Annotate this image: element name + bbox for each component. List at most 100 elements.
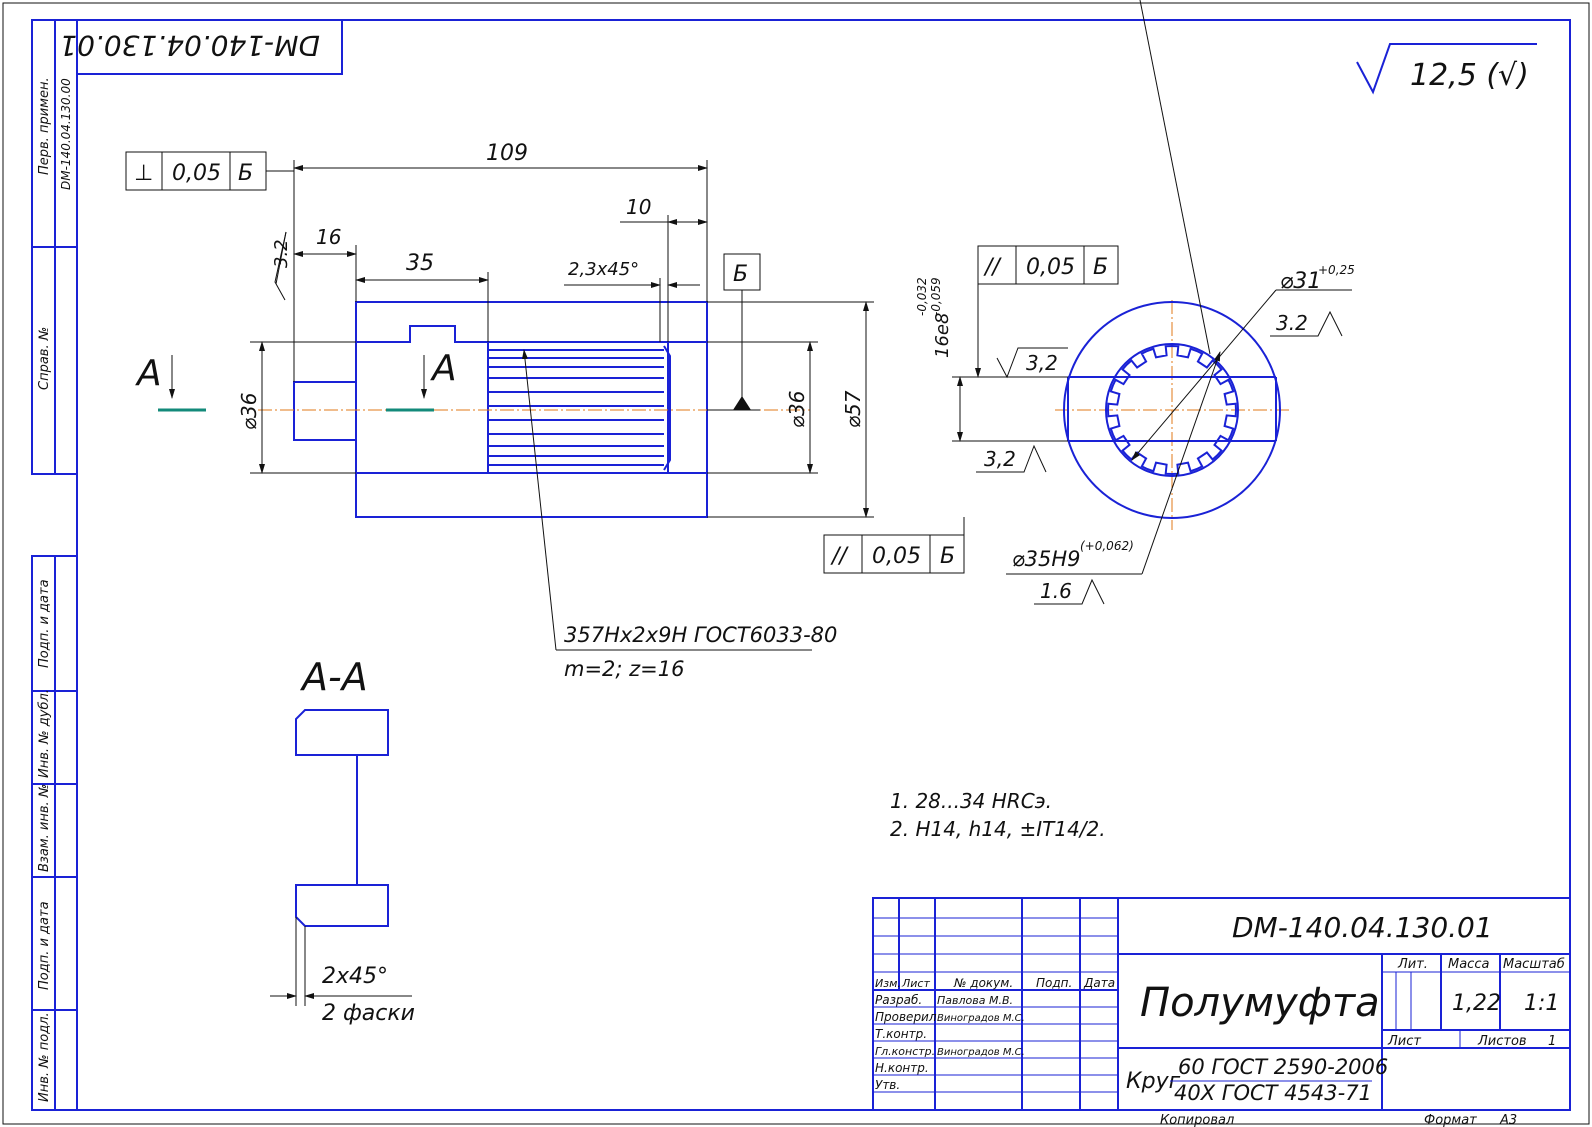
- dia35-tol: (+0,062): [1080, 539, 1134, 553]
- note-2: 2. H14, h14, ±IT14/2.: [890, 817, 1106, 841]
- base-b: Б: [707, 253, 761, 411]
- tb-material-1: 60 ГОСТ 2590-2006: [1178, 1055, 1388, 1079]
- rough-3-2-main: 3.2: [271, 231, 292, 301]
- row-glkontr: Гл.констр.: [875, 1045, 935, 1058]
- perp-tol: 0,05: [172, 161, 221, 186]
- title-block: Изм. Лист № докум. Подп. Дата Разраб. Па…: [872, 897, 1571, 1127]
- col-podp: Подп.: [1036, 976, 1072, 990]
- general-roughness: 12,5 (√): [1356, 43, 1537, 95]
- main-view: 109 16 35 10 2,3x45° 3.2: [125, 141, 965, 681]
- par2-base: Б: [1093, 255, 1108, 280]
- spline-note-2: m=2; z=16: [564, 657, 685, 681]
- general-roughness-text: 12,5 (√): [1410, 58, 1529, 93]
- rough-3-2-top: 3,2: [996, 347, 1068, 379]
- spline-profile: [1106, 344, 1238, 476]
- par1-base: Б: [940, 544, 955, 569]
- vzam-inv-label: Взам. инв. №: [37, 784, 52, 872]
- dim-109-text: 109: [486, 141, 528, 166]
- dim-35: 35: [355, 251, 489, 342]
- aa-chamfer: 2x45°: [322, 964, 388, 989]
- par1-sym: //: [830, 544, 849, 569]
- row-prov: Проверил: [875, 1010, 937, 1024]
- end-view: // 0,05 Б 16e8 -0,032 -0,059 3,2 3,2: [915, 0, 1355, 605]
- dim-10: 10: [620, 195, 708, 342]
- tb-format-value: А3: [1499, 1113, 1517, 1127]
- inv-dubl-label: Инв. № дубл.: [37, 689, 52, 778]
- tb-code: DM-140.04.130.01: [1232, 911, 1493, 944]
- dia35-text: ⌀35H9: [1012, 547, 1081, 571]
- rough-32-text: 3.2: [1276, 311, 1308, 335]
- dim-chamfer-text: 2,3x45°: [568, 259, 639, 280]
- side-strip: Перв. примен. DM-140.04.130.00 Справ. № …: [31, 19, 78, 1111]
- tb-lit: Лит.: [1397, 957, 1428, 972]
- row-nkontr: Н.контр.: [875, 1061, 929, 1075]
- dim-dia36-left-text: ⌀36: [237, 393, 261, 431]
- col-doc: № докум.: [953, 976, 1013, 990]
- dia31-text: ⌀31: [1280, 269, 1321, 294]
- tech-notes: 1. 28...34 HRCэ. 2. H14, h14, ±IT14/2.: [890, 789, 1106, 841]
- tb-format-label: Формат: [1424, 1113, 1477, 1127]
- tb-material-2: 40Х ГОСТ 4543-71: [1174, 1081, 1372, 1105]
- tb-sheets-value: 1: [1548, 1034, 1556, 1049]
- tol-frame-parallel-2: // 0,05 Б: [975, 245, 1119, 378]
- spline-note-1: 357Hx2x9H ГОСТ6033-80: [564, 623, 837, 647]
- tb-massa: Масса: [1448, 957, 1489, 972]
- podp-data-label-2: Подп. и дата: [37, 901, 52, 990]
- inv-podl-label: Инв. № подл.: [37, 1012, 52, 1102]
- dim-10-text: 10: [626, 195, 651, 219]
- rough-3-2-right: 3.2: [1270, 310, 1343, 337]
- tb-name: Полумуфта: [1140, 980, 1380, 1026]
- dim-dia36-right: ⌀36: [707, 341, 818, 474]
- rough-bottom-text: 3,2: [984, 447, 1016, 471]
- col-list: Лист: [901, 977, 930, 990]
- tb-mass-value: 1,22: [1452, 991, 1501, 1016]
- fit-text: 16e8: [932, 313, 953, 358]
- col-izm: Изм.: [875, 977, 901, 990]
- dim-dia57-text: ⌀57: [841, 390, 865, 428]
- par2-sym: //: [983, 255, 1002, 280]
- top-code-text: DM-140.04.130.01: [59, 29, 320, 62]
- tb-copied: Копировал: [1160, 1113, 1234, 1127]
- section-mark-mid: А: [386, 348, 457, 412]
- tol-frame-parallel-1: // 0,05 Б: [823, 517, 965, 574]
- par1-tol: 0,05: [872, 544, 921, 569]
- section-label-mid: А: [430, 348, 457, 389]
- row-razrab: Разраб.: [875, 993, 922, 1007]
- fit-upper: -0,032: [915, 277, 929, 316]
- col-data: Дата: [1083, 976, 1115, 990]
- row-glkontr-name: Виноградов М.С.: [937, 1047, 1025, 1058]
- row-tkontr: Т.контр.: [875, 1027, 927, 1041]
- tb-sheet: Лист: [1387, 1034, 1421, 1049]
- dim-chamfer: 2,3x45°: [564, 259, 700, 342]
- aa-chamfer-note: 2 фаски: [322, 1001, 415, 1026]
- dim-dia36-left: ⌀36: [237, 341, 356, 474]
- dim-16-text: 16: [316, 225, 341, 249]
- rough-1-6: 1.6: [1034, 578, 1105, 605]
- dia31-tol: +0,25: [1318, 263, 1355, 277]
- base-b-text: Б: [733, 262, 748, 287]
- spline-lines: [488, 345, 671, 471]
- dim-16e8: 16e8 -0,032 -0,059: [915, 277, 1068, 442]
- dim-dia57: ⌀57: [707, 301, 874, 518]
- dim-dia35: ⌀35H9 (+0,062): [1006, 351, 1221, 575]
- tol-frame-perp: ⊥ 0,05 Б: [125, 151, 294, 191]
- perp-sym: ⊥: [134, 161, 153, 186]
- section-label-left: А: [135, 353, 162, 394]
- tb-scale-value: 1:1: [1524, 991, 1559, 1016]
- dim-dia36-right-text: ⌀36: [785, 391, 809, 429]
- row-utv: Утв.: [875, 1078, 900, 1092]
- rough-16-text: 1.6: [1040, 579, 1072, 603]
- section-mark-left: А: [135, 353, 206, 412]
- dim-dia31: ⌀31 +0,25: [1131, 0, 1355, 461]
- perv-primen-value: DM-140.04.130.00: [59, 78, 73, 190]
- spline-leader: 357Hx2x9H ГОСТ6033-80 m=2; z=16: [521, 349, 837, 681]
- tb-masshtab: Масштаб: [1503, 957, 1565, 972]
- note-1: 1. 28...34 HRCэ.: [890, 789, 1052, 813]
- fit-lower: -0,059: [929, 277, 943, 316]
- dim-109: 109: [293, 141, 708, 382]
- rough-top-text: 3,2: [1026, 351, 1058, 375]
- row-prov-name: Виноградов М.С.: [937, 1013, 1025, 1024]
- par2-tol: 0,05: [1026, 255, 1075, 280]
